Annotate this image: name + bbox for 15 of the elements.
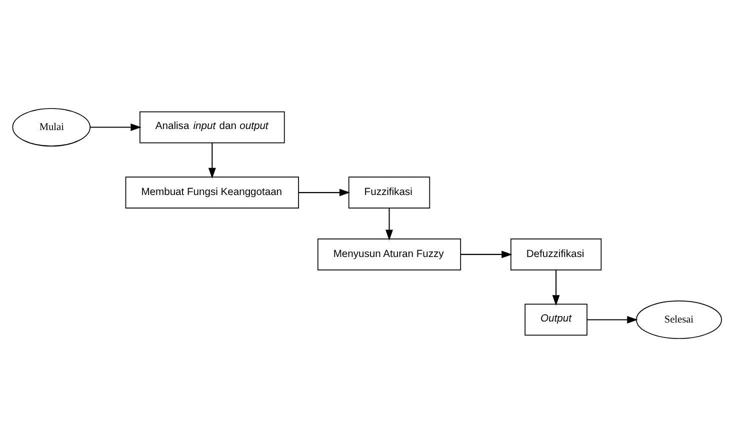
arrow (208, 142, 216, 179)
node-ellipse: Mulai (12, 108, 90, 146)
arrow (587, 316, 638, 324)
node-box: Membuat Fungsi Keanggotaan (125, 176, 299, 208)
node-box: Defuzzifikasi (510, 238, 602, 270)
arrow (386, 208, 393, 240)
node-box: Analisa input dan output (140, 111, 285, 144)
arrow (552, 270, 560, 306)
node-box: Output (524, 304, 588, 336)
node-box: Fuzzifikasi (348, 176, 430, 208)
node-box: Menyusun Aturan Fuzzy (317, 238, 462, 270)
arrow (298, 188, 350, 196)
arrow (90, 124, 142, 132)
arrow (460, 250, 512, 258)
node-ellipse: Selesai (636, 300, 722, 339)
